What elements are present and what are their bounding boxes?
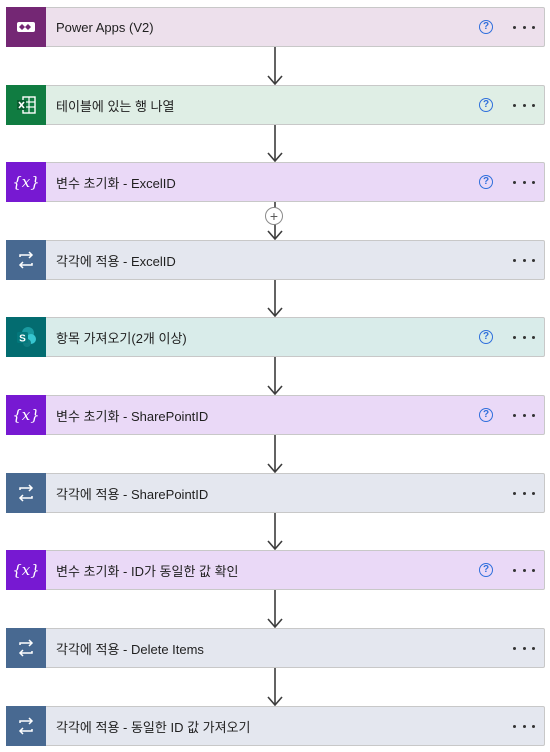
flow-step[interactable]: S 항목 가져오기(2개 이상)? <box>6 317 545 357</box>
connector-arrow-icon <box>267 435 283 473</box>
step-title: 항목 가져오기(2개 이상) <box>56 330 187 346</box>
help-icon[interactable]: ? <box>479 20 493 34</box>
flow-step[interactable]: 각각에 적용 - Delete Items <box>6 628 545 668</box>
connector-arrow-icon <box>267 668 283 706</box>
more-options-icon[interactable] <box>513 716 535 736</box>
step-title: 각각에 적용 - 동일한 ID 값 가져오기 <box>56 719 251 735</box>
step-title: 각각에 적용 - Delete Items <box>56 641 204 657</box>
flow-step[interactable]: {x} 변수 초기화 - SharePointID? <box>6 395 545 435</box>
more-options-icon[interactable] <box>513 405 535 425</box>
connector-arrow-icon <box>267 590 283 628</box>
plus-icon: + <box>269 208 279 224</box>
more-options-icon[interactable] <box>513 17 535 37</box>
connector-arrow-icon <box>267 47 283 85</box>
svg-text:{x}: {x} <box>12 173 40 191</box>
loop-icon <box>6 706 46 746</box>
svg-text:{x}: {x} <box>12 561 40 579</box>
connector-arrow-icon <box>267 357 283 395</box>
loop-icon <box>6 240 46 280</box>
flow-step[interactable]: {x} 변수 초기화 - ID가 동일한 값 확인? <box>6 550 545 590</box>
connector-arrow-icon <box>267 280 283 317</box>
svg-text:S: S <box>19 334 26 345</box>
variable-icon: {x} <box>6 395 46 435</box>
step-title: 각각에 적용 - ExcelID <box>56 253 176 269</box>
more-options-icon[interactable] <box>513 483 535 503</box>
step-title: 테이블에 있는 행 나열 <box>56 98 175 114</box>
flow-step[interactable]: 각각에 적용 - ExcelID <box>6 240 545 280</box>
loop-icon <box>6 628 46 668</box>
more-options-icon[interactable] <box>513 327 535 347</box>
step-title: 각각에 적용 - SharePointID <box>56 486 209 502</box>
more-options-icon[interactable] <box>513 250 535 270</box>
excel-icon <box>6 85 46 125</box>
add-step-button[interactable]: + <box>265 207 283 225</box>
step-title: 변수 초기화 - SharePointID <box>56 408 209 424</box>
svg-text:{x}: {x} <box>12 406 40 424</box>
variable-icon: {x} <box>6 162 46 202</box>
flow-step[interactable]: 각각에 적용 - 동일한 ID 값 가져오기 <box>6 706 545 746</box>
sharepoint-icon: S <box>6 317 46 357</box>
connector-arrow-icon <box>267 125 283 162</box>
variable-icon: {x} <box>6 550 46 590</box>
more-options-icon[interactable] <box>513 560 535 580</box>
connector-arrow-icon <box>267 513 283 550</box>
help-icon[interactable]: ? <box>479 98 493 112</box>
flow-step[interactable]: 각각에 적용 - SharePointID <box>6 473 545 513</box>
more-options-icon[interactable] <box>513 172 535 192</box>
loop-icon <box>6 473 46 513</box>
flow-step[interactable]: Power Apps (V2)? <box>6 7 545 47</box>
step-title: 변수 초기화 - ID가 동일한 값 확인 <box>56 563 239 579</box>
power-apps-icon <box>6 7 46 47</box>
more-options-icon[interactable] <box>513 638 535 658</box>
help-icon[interactable]: ? <box>479 563 493 577</box>
more-options-icon[interactable] <box>513 95 535 115</box>
help-icon[interactable]: ? <box>479 408 493 422</box>
step-title: 변수 초기화 - ExcelID <box>56 175 176 191</box>
help-icon[interactable]: ? <box>479 175 493 189</box>
step-title: Power Apps (V2) <box>56 19 154 35</box>
help-icon[interactable]: ? <box>479 330 493 344</box>
flow-step[interactable]: {x} 변수 초기화 - ExcelID? <box>6 162 545 202</box>
flow-step[interactable]: 테이블에 있는 행 나열? <box>6 85 545 125</box>
